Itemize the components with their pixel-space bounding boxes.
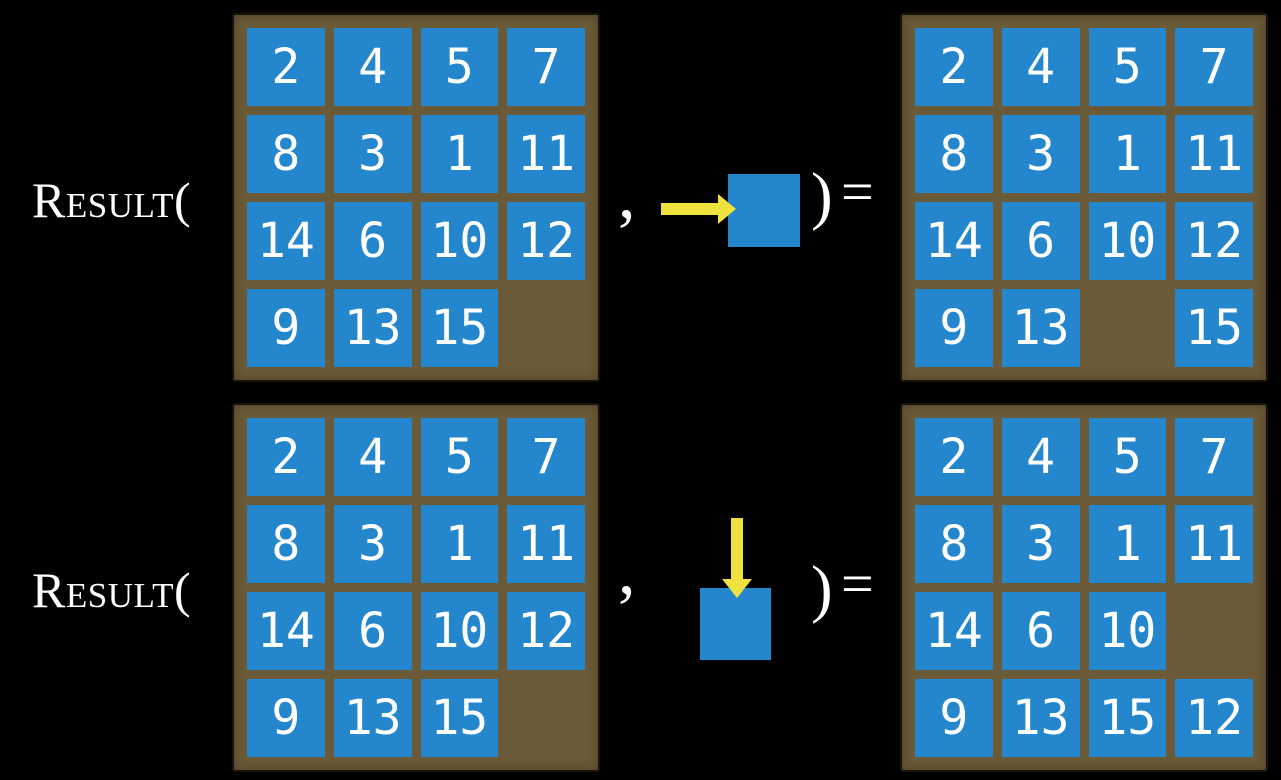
tile-8: 8 [247,505,325,583]
tile-9: 9 [915,289,993,367]
tile-2: 2 [915,28,993,106]
tile-1: 1 [420,505,499,583]
tile-4: 4 [1001,28,1080,106]
tile-13: 13 [333,679,412,757]
function-name: Result [32,562,175,618]
empty-cell [507,679,585,757]
tile-11: 11 [1175,505,1253,583]
tile-9: 9 [247,289,325,367]
tile-1: 1 [1088,505,1167,583]
tile-4: 4 [1001,418,1080,496]
blank-tile-square [728,174,800,247]
right-arrow-icon [661,194,736,224]
empty-cell [1175,592,1253,670]
tile-12: 12 [1175,202,1253,280]
tile-14: 14 [247,202,325,280]
tile-7: 7 [507,28,585,106]
tile-10: 10 [1088,202,1167,280]
equals-sign: = [841,551,874,616]
tile-13: 13 [1001,289,1080,367]
comma-separator: , [618,532,636,609]
result-function-label: Result( [32,175,191,225]
tile-3: 3 [333,115,412,193]
tile-7: 7 [1175,28,1253,106]
tile-6: 6 [333,202,412,280]
tile-5: 5 [1088,418,1167,496]
empty-cell [1089,289,1167,367]
tile-3: 3 [1001,505,1080,583]
tile-15: 15 [420,679,499,757]
tile-1: 1 [1088,115,1167,193]
tile-5: 5 [420,28,499,106]
tile-9: 9 [915,679,993,757]
tile-14: 14 [247,592,325,670]
tile-2: 2 [247,28,325,106]
tile-7: 7 [1175,418,1253,496]
tile-2: 2 [247,418,325,496]
tile-11: 11 [507,505,585,583]
result-function-label: Result( [32,565,191,615]
equals-sign: = [841,159,874,224]
open-paren: ( [174,562,191,618]
tile-14: 14 [915,202,993,280]
tile-10: 10 [420,592,499,670]
tile-10: 10 [1088,592,1167,670]
tile-15: 15 [420,289,499,367]
tile-5: 5 [1088,28,1167,106]
tile-10: 10 [420,202,499,280]
tile-4: 4 [333,418,412,496]
tile-6: 6 [333,592,412,670]
tile-8: 8 [247,115,325,193]
tile-12: 12 [507,592,585,670]
tile-15: 15 [1088,679,1167,757]
tile-3: 3 [1001,115,1080,193]
tile-4: 4 [333,28,412,106]
tile-15: 15 [1175,289,1253,367]
empty-cell [507,289,585,367]
close-paren: ) [811,553,833,625]
tile-6: 6 [1001,592,1080,670]
tile-1: 1 [420,115,499,193]
comma-separator: , [618,156,636,233]
blank-tile-square [700,588,771,660]
tile-5: 5 [420,418,499,496]
open-paren: ( [174,172,191,228]
tile-9: 9 [247,679,325,757]
close-paren: ) [811,160,833,232]
tile-12: 12 [1175,679,1253,757]
tile-12: 12 [507,202,585,280]
tile-8: 8 [915,505,993,583]
down-arrow-icon [722,518,752,598]
tile-14: 14 [915,592,993,670]
tile-11: 11 [507,115,585,193]
tile-13: 13 [333,289,412,367]
tile-3: 3 [333,505,412,583]
tile-2: 2 [915,418,993,496]
tile-8: 8 [915,115,993,193]
tile-7: 7 [507,418,585,496]
function-name: Result [32,172,175,228]
tile-11: 11 [1175,115,1253,193]
tile-6: 6 [1001,202,1080,280]
tile-13: 13 [1001,679,1080,757]
